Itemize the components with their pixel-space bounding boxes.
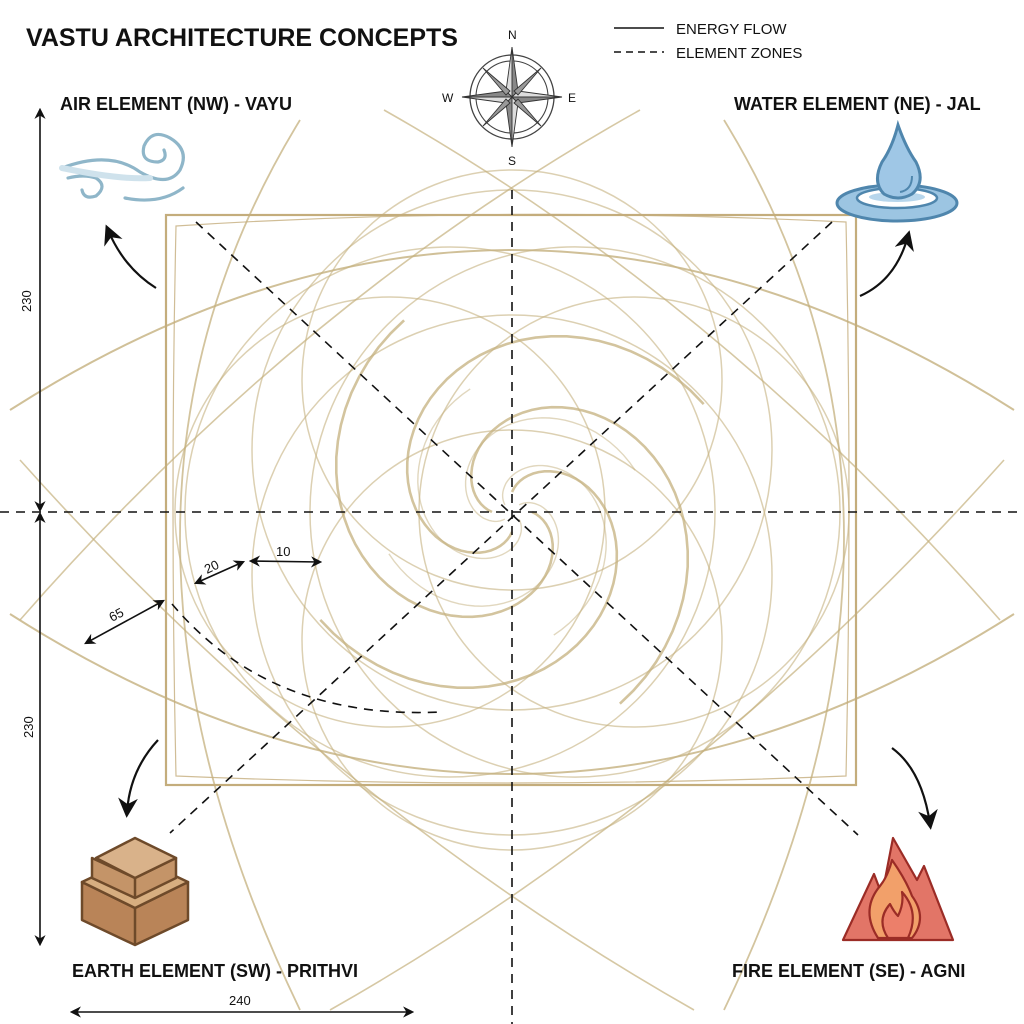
legend: ENERGY FLOW ELEMENT ZONES <box>614 21 802 62</box>
flow-arrows <box>104 224 938 830</box>
page-title: VASTU ARCHITECTURE CONCEPTS <box>26 24 458 52</box>
stacked-blocks-icon <box>80 836 190 947</box>
dim-offset-a-line <box>84 599 165 645</box>
energy-arc <box>329 459 1005 1011</box>
arrow-to-water <box>859 230 914 298</box>
energy-circle <box>301 429 723 851</box>
dim-offset-a-label: 65 <box>106 605 126 625</box>
dim-lower-height-label: 230 <box>21 716 36 738</box>
spiral-arm-inner <box>501 464 607 636</box>
dim-offset-b-label: 20 <box>202 557 222 577</box>
legend-label-energy-flow: ENERGY FLOW <box>676 21 787 38</box>
dim-width-label: 240 <box>229 993 251 1008</box>
spiral-arm <box>405 335 705 554</box>
energy-arc <box>179 119 301 1011</box>
arrow-to-air <box>104 224 157 289</box>
dim-upper-height-label: 230 <box>19 290 34 312</box>
zone-line-nw-se <box>195 221 859 836</box>
spiral-arm <box>470 405 689 705</box>
compass-west: W <box>442 91 454 105</box>
air-element-label: AIR ELEMENT (NW) - VAYU <box>60 94 292 114</box>
water-element-label: WATER ELEMENT (NE) - JAL <box>734 94 981 114</box>
compass-south: S <box>508 154 516 168</box>
energy-circle <box>251 314 773 836</box>
dim-offset-c-label: 10 <box>276 544 290 559</box>
energy-circle <box>251 189 773 711</box>
energy-arc <box>383 109 1001 621</box>
dimension-lines <box>34 107 415 1018</box>
dim-offset-b-line <box>193 560 246 585</box>
element-zone-lines <box>0 190 1024 1024</box>
spiral-arm-inner <box>388 501 560 607</box>
spiral-arm-inner <box>464 417 636 523</box>
arrow-to-earth <box>118 739 159 818</box>
fire-element-label: FIRE ELEMENT (SE) - AGNI <box>732 961 965 981</box>
compass-north: N <box>508 28 517 42</box>
spiral-arm <box>335 319 554 619</box>
wind-swirl-icon <box>59 132 185 202</box>
zone-line-ne-sw <box>169 221 833 834</box>
energy-arc <box>9 249 1015 411</box>
energy-arc <box>19 459 695 1011</box>
spiral-arm-inner <box>417 388 523 560</box>
compass-east: E <box>568 91 576 105</box>
compass-rose-icon: N S E W <box>442 28 576 168</box>
plot-boundary <box>164 213 858 787</box>
energy-circle <box>174 296 606 728</box>
flame-icon <box>841 836 955 942</box>
energy-flow-curves <box>9 109 1015 1011</box>
zone-arc-sw <box>171 603 441 714</box>
energy-circle <box>301 169 723 591</box>
energy-arc <box>723 119 845 1011</box>
legend-label-element-zones: ELEMENT ZONES <box>676 45 802 62</box>
arrow-to-fire <box>891 747 938 830</box>
dim-offset-c-line <box>248 555 323 568</box>
earth-element-label: EARTH ELEMENT (SW) - PRITHVI <box>72 961 358 981</box>
water-drop-icon <box>835 119 959 223</box>
spiral-arm <box>319 470 619 689</box>
energy-circle <box>184 246 716 778</box>
